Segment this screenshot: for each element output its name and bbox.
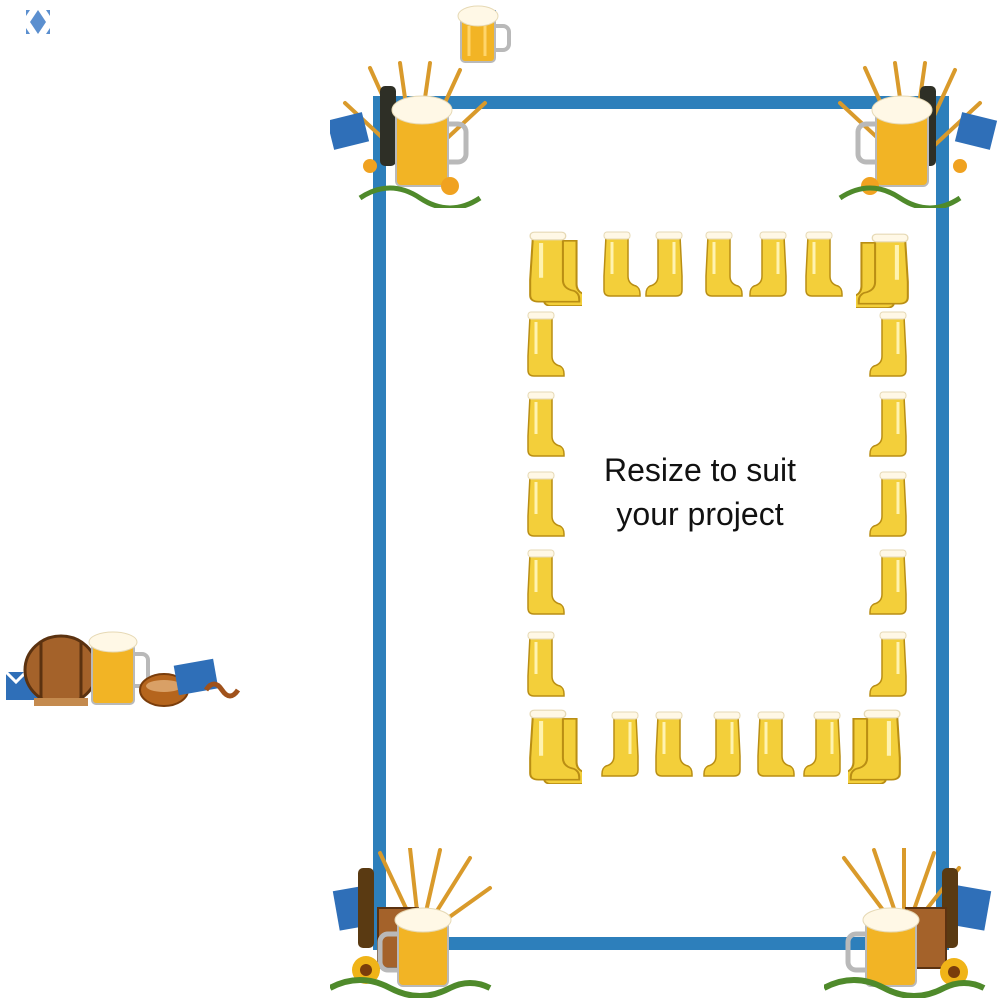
beer-boot-glass-icon [868,310,912,380]
small-beer-mug-icon [455,2,511,66]
beer-boot-glass-icon [844,232,916,309]
beer-boot-glass-icon [836,708,908,785]
beer-boot-glass-icon [868,470,912,540]
beer-boot-glass-icon [644,230,688,300]
beer-boot-glass-icon [522,630,566,700]
beer-boot-glass-icon [800,230,844,300]
caption-line-2: your project [616,496,784,532]
beer-boot-glass-icon [868,548,912,618]
beer-boot-glass-icon [522,548,566,618]
barrel-mug-pretzel-group [4,620,246,712]
beer-boot-glass-icon [802,710,846,780]
corner-cluster-top-right [830,58,1000,211]
beer-boot-glass-icon [522,230,594,307]
corner-cluster-top-left [326,58,500,211]
beer-boot-glass-icon [702,710,746,780]
beer-boot-glass-icon [522,708,594,785]
beer-boot-glass-icon [522,310,566,380]
beer-boot-glass-icon [600,710,644,780]
corner-cluster-bottom-left [328,846,500,999]
beer-boot-glass-icon [868,630,912,700]
beer-boot-glass-icon [748,230,792,300]
beer-boot-glass-icon [522,470,566,540]
beer-boot-glass-icon [700,230,744,300]
caption-text: Resize to suit your project [560,448,840,536]
beer-boot-glass-icon [752,710,796,780]
beer-boot-glass-icon [650,710,694,780]
caption-line-1: Resize to suit [603,452,797,488]
beer-boot-glass-icon [598,230,642,300]
corner-cluster-bottom-right [822,846,994,999]
beer-boot-glass-icon [522,390,566,460]
beer-boot-glass-icon [868,390,912,460]
